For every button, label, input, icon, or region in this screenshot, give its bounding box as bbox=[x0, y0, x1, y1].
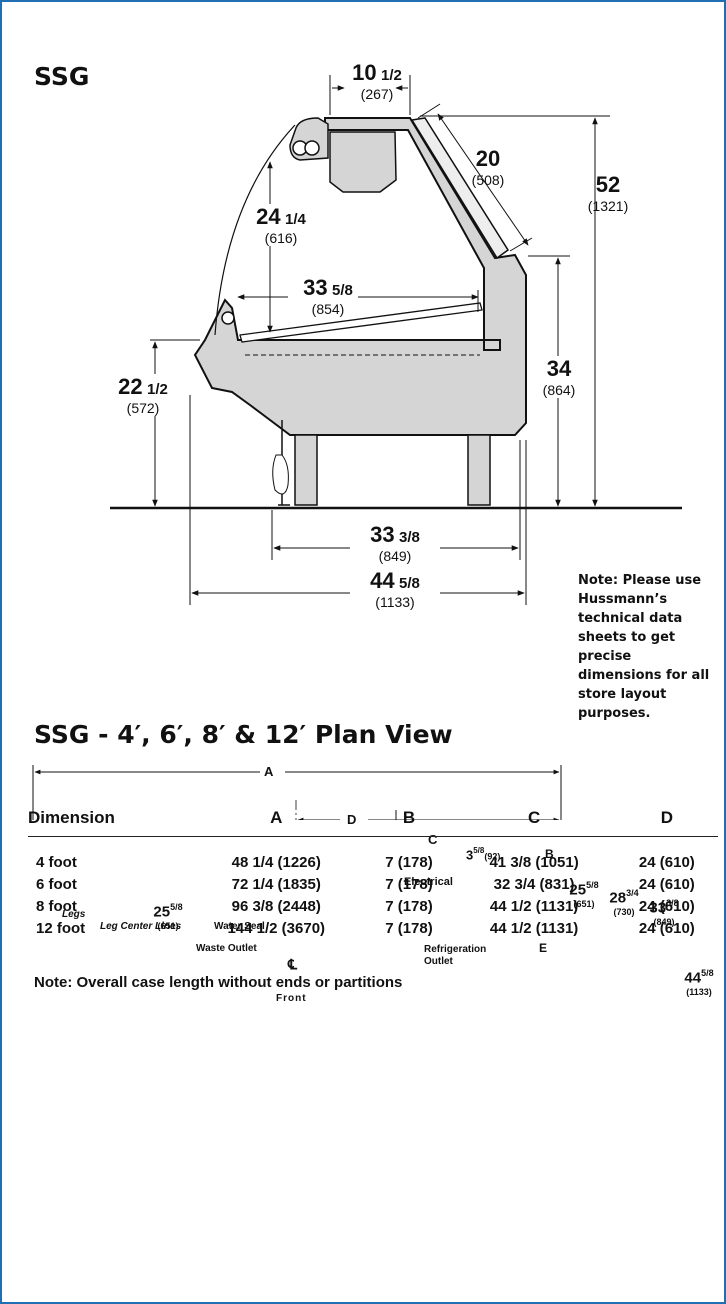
table-row: 6 foot 72 1/4 (1835) 7 (178) 32 3/4 (831… bbox=[28, 873, 718, 895]
leg-rear bbox=[467, 434, 491, 506]
cell-dimension: 6 foot bbox=[36, 875, 77, 893]
refrigeration-outlet-label: Refrigeration Outlet bbox=[424, 944, 487, 967]
cell-b: 7 (178) bbox=[385, 875, 433, 893]
dim-34: 34 (864) bbox=[532, 356, 586, 398]
dim-28-3-4: 283/4 (730) bbox=[609, 888, 639, 918]
layout-note: Note: Please use Hussmann’s technical da… bbox=[578, 573, 710, 721]
dim-c-label: C bbox=[428, 832, 438, 847]
light-housing bbox=[329, 131, 397, 193]
display-shelf bbox=[239, 302, 483, 343]
table-row: 4 foot 48 1/4 (1226) 7 (178) 41 3/8 (105… bbox=[28, 837, 718, 874]
cell-a: 48 1/4 (1226) bbox=[231, 853, 321, 871]
dim-24-1-4: 24 1/4 (616) bbox=[246, 204, 316, 246]
dim-20: 20 (508) bbox=[471, 146, 505, 188]
dim-b-label: B bbox=[545, 847, 554, 861]
plan-view-title: SSG - 4′, 6′, 8′ & 12′ Plan View bbox=[34, 720, 453, 749]
water-seal-label: Water Seal bbox=[214, 921, 265, 932]
header-b: B bbox=[365, 808, 453, 837]
leg-center-lines-label: Leg Center Lines bbox=[100, 921, 182, 932]
centerline-symbol: ℄ bbox=[288, 956, 297, 972]
cell-b: 7 (178) bbox=[385, 853, 433, 871]
dim-44-5-8: 44 5/8 (1133) bbox=[370, 568, 420, 610]
case-body bbox=[193, 117, 527, 436]
dim-e-label: E bbox=[539, 941, 548, 955]
table-footnote: Note: Overall case length without ends o… bbox=[34, 974, 403, 991]
dim-10-1-2: 10 1/2 (267) bbox=[352, 60, 402, 102]
cell-a: 96 3/8 (2448) bbox=[231, 897, 321, 915]
cell-a: 144 1/2 (3670) bbox=[227, 919, 326, 937]
dim-25-5-8-left: 255/8 (651) bbox=[153, 902, 183, 932]
cell-b: 7 (178) bbox=[385, 919, 433, 937]
glass-panel bbox=[410, 117, 510, 260]
dim-25-5-8-right: 255/8 (651) bbox=[569, 880, 599, 910]
cell-d: 24 (610) bbox=[638, 853, 695, 871]
header-d: D bbox=[615, 808, 718, 837]
electrical-label: Electrical bbox=[404, 876, 453, 888]
dim-a-label: A bbox=[264, 764, 274, 779]
dimension-table: Dimension A B C D 4 foot 48 1/4 (1226) 7… bbox=[28, 808, 718, 939]
header-c: C bbox=[452, 808, 616, 837]
cell-dimension: 4 foot bbox=[36, 853, 77, 871]
cell-d: 24 (610) bbox=[638, 897, 695, 915]
dim-22-1-2: 22 1/2 (572) bbox=[108, 374, 178, 416]
cell-d: 24 (610) bbox=[638, 875, 695, 893]
cell-c: 44 1/2 (1131) bbox=[489, 897, 579, 915]
cell-b: 7 (178) bbox=[385, 897, 433, 915]
dim-33-3-8: 33 3/8 (849) bbox=[370, 522, 420, 564]
dim-33-5-8: 33 5/8 (854) bbox=[303, 275, 353, 317]
front-label: Front bbox=[276, 993, 307, 1004]
cell-c: 41 3/8 (1051) bbox=[489, 853, 579, 871]
cell-a: 72 1/4 (1835) bbox=[231, 875, 321, 893]
dim-52: 52 (1321) bbox=[587, 172, 629, 214]
cell-c: 44 1/2 (1131) bbox=[489, 919, 579, 937]
dim-3-5-8: 35/8(92) bbox=[466, 846, 501, 863]
cell-d: 24 (610) bbox=[638, 919, 695, 937]
header-dimension: Dimension bbox=[28, 808, 187, 837]
table-header-row: Dimension A B C D bbox=[28, 808, 718, 837]
waste-outlet-label: Waste Outlet bbox=[196, 943, 257, 954]
table-row: 12 foot 144 1/2 (3670) 7 (178) 44 1/2 (1… bbox=[28, 917, 718, 939]
dim-33-3-8-plan: 333/8 (849) bbox=[649, 898, 679, 928]
dim-44-5-8-plan: 445/8 (1133) bbox=[684, 968, 714, 998]
legs-label: Legs bbox=[62, 909, 86, 920]
cell-dimension: 12 foot bbox=[36, 919, 86, 937]
cell-c: 32 3/4 (831) bbox=[493, 875, 575, 893]
leg-front bbox=[294, 434, 318, 506]
side-view-title: SSG bbox=[34, 62, 90, 91]
header-a: A bbox=[186, 808, 366, 837]
cell-dimension: 8 foot bbox=[36, 897, 77, 915]
side-view-drawing bbox=[110, 75, 682, 605]
table-row: 8 foot 96 3/8 (2448) 7 (178) 44 1/2 (113… bbox=[28, 895, 718, 917]
